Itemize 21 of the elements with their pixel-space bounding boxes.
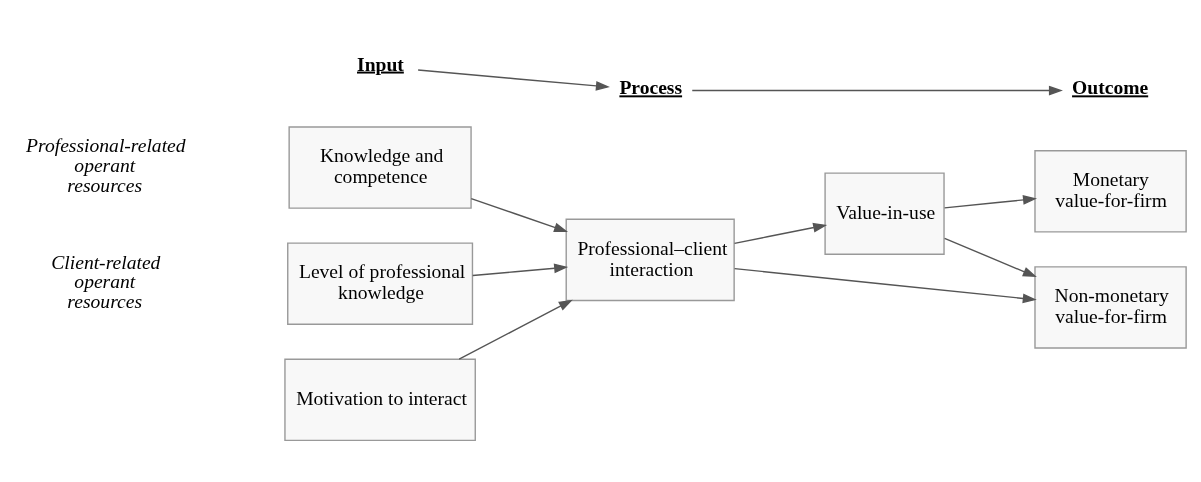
arrow	[417, 69, 610, 91]
node-box: Motivation to interact	[284, 358, 476, 442]
arrow	[458, 299, 573, 360]
node-text: Outcome	[1072, 77, 1149, 99]
node-box: Value-in-use	[824, 172, 945, 255]
arrow	[733, 222, 828, 245]
node-box: Monetary value-for-firm	[1034, 150, 1187, 233]
arrow	[470, 197, 569, 233]
node-text: Process	[619, 77, 683, 99]
arrow	[943, 195, 1037, 209]
arrow	[691, 85, 1063, 96]
node-box: Professional–client interaction	[565, 218, 735, 302]
arrow	[733, 267, 1037, 304]
node-box: Non-monetary value-for-firm	[1034, 266, 1187, 349]
label: Client-related operant resources	[51, 251, 161, 312]
label: Professional-related operant resources	[26, 135, 186, 196]
node-box: Level of professional knowledge	[287, 242, 474, 325]
node-box: Knowledge and competence	[288, 126, 472, 209]
arrow	[472, 263, 569, 277]
node-text: Input	[357, 53, 404, 75]
arrow	[943, 237, 1037, 278]
